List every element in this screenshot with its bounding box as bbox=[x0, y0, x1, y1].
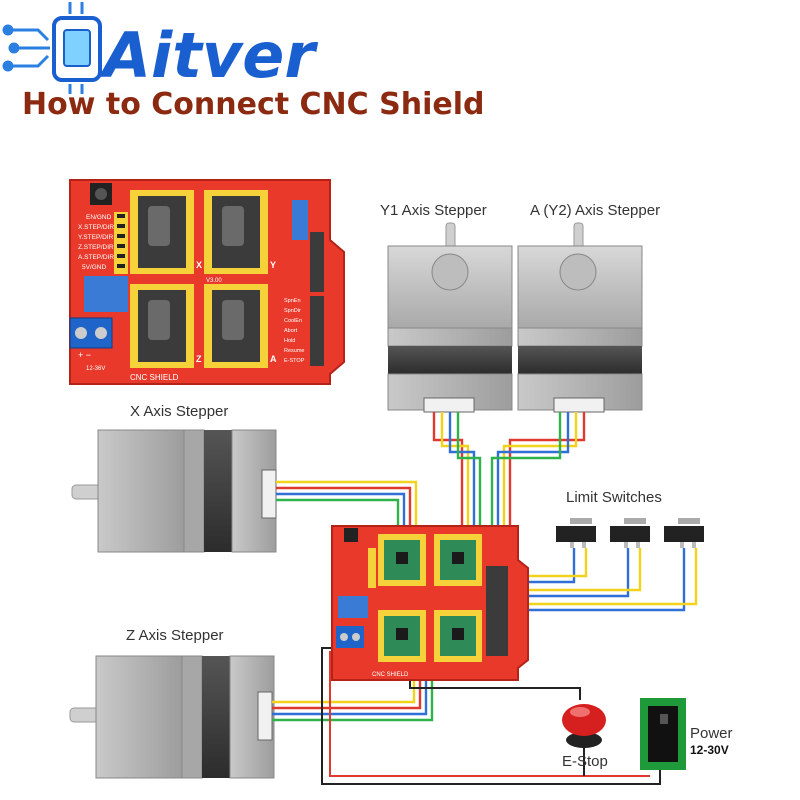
svg-text:Power: Power bbox=[690, 725, 733, 742]
svg-text:X: X bbox=[196, 260, 202, 270]
driver-module-x bbox=[378, 534, 426, 586]
driver-socket-y bbox=[204, 190, 268, 274]
svg-text:X.STEP/DIR: X.STEP/DIR bbox=[78, 224, 114, 231]
svg-text:Y: Y bbox=[270, 260, 276, 270]
svg-text:Z: Z bbox=[196, 354, 202, 364]
svg-text:CNC SHIELD: CNC SHIELD bbox=[130, 373, 179, 382]
svg-text:A (Y2) Axis Stepper: A (Y2) Axis Stepper bbox=[530, 202, 660, 219]
svg-text:Z.STEP/DIR: Z.STEP/DIR bbox=[78, 244, 114, 251]
svg-text:CoolEn: CoolEn bbox=[284, 318, 302, 324]
z-axis-stepper: Z Axis Stepper bbox=[69, 627, 275, 779]
svg-text:A.STEP/DIR: A.STEP/DIR bbox=[78, 254, 114, 261]
svg-text:E-STOP: E-STOP bbox=[284, 358, 305, 364]
svg-text:5V/GND: 5V/GND bbox=[82, 264, 107, 271]
svg-text:Z Axis Stepper: Z Axis Stepper bbox=[126, 627, 224, 644]
driver-module-y bbox=[434, 534, 482, 586]
page-title: How to Connect CNC Shield bbox=[22, 87, 484, 122]
limit-switch-3 bbox=[664, 518, 704, 548]
svg-text:CNC SHIELD: CNC SHIELD bbox=[372, 672, 409, 678]
limit-switch-1 bbox=[556, 518, 596, 548]
power-supply-jack: Power 12-30V bbox=[640, 698, 733, 770]
brand-logo: Aitver bbox=[2, 2, 318, 94]
limit-switches-label: Limit Switches bbox=[566, 489, 662, 506]
svg-text:Hold: Hold bbox=[284, 338, 295, 344]
svg-text:Y1 Axis Stepper: Y1 Axis Stepper bbox=[380, 202, 487, 219]
svg-text:EN/GND: EN/GND bbox=[86, 214, 112, 221]
svg-text:Resume: Resume bbox=[284, 348, 304, 354]
a-y2-axis-stepper: A (Y2) Axis Stepper bbox=[517, 202, 660, 413]
svg-text:V3.00: V3.00 bbox=[206, 278, 222, 284]
pin-labels-left: EN/GND X.STEP/DIR Y.STEP/DIR Z.STEP/DIR … bbox=[78, 214, 114, 271]
svg-text:12-36V: 12-36V bbox=[86, 366, 105, 372]
svg-text:X Axis Stepper: X Axis Stepper bbox=[130, 403, 228, 420]
svg-text:E-Stop: E-Stop bbox=[562, 753, 608, 770]
x-axis-stepper: X Axis Stepper bbox=[71, 403, 277, 553]
driver-socket-a bbox=[204, 284, 268, 368]
svg-text:Abort: Abort bbox=[284, 328, 298, 334]
pin-labels-right: SpnEn SpnDir CoolEn Abort Hold Resume E-… bbox=[284, 298, 305, 364]
svg-text:+ −: + − bbox=[78, 350, 91, 360]
circuit-icon bbox=[2, 2, 84, 94]
chip-core bbox=[63, 29, 91, 67]
cnc-shield-center: CNC SHIELD bbox=[331, 525, 529, 681]
brand-name: Aitver bbox=[98, 19, 318, 92]
estop-button: E-Stop bbox=[562, 704, 608, 770]
driver-socket-x bbox=[130, 190, 194, 274]
svg-text:SpnEn: SpnEn bbox=[284, 298, 301, 304]
driver-module-a bbox=[434, 610, 482, 662]
y1-axis-stepper: Y1 Axis Stepper bbox=[380, 202, 513, 413]
driver-module-z bbox=[378, 610, 426, 662]
svg-text:Y.STEP/DIR: Y.STEP/DIR bbox=[78, 234, 114, 241]
cnc-shield-large: EN/GND X.STEP/DIR Y.STEP/DIR Z.STEP/DIR … bbox=[69, 179, 345, 385]
svg-text:A: A bbox=[270, 354, 277, 364]
limit-switch-2 bbox=[610, 518, 650, 548]
svg-text:SpnDir: SpnDir bbox=[284, 308, 301, 314]
chip-outline bbox=[52, 16, 102, 82]
svg-text:12-30V: 12-30V bbox=[690, 743, 729, 757]
driver-socket-z bbox=[130, 284, 194, 368]
